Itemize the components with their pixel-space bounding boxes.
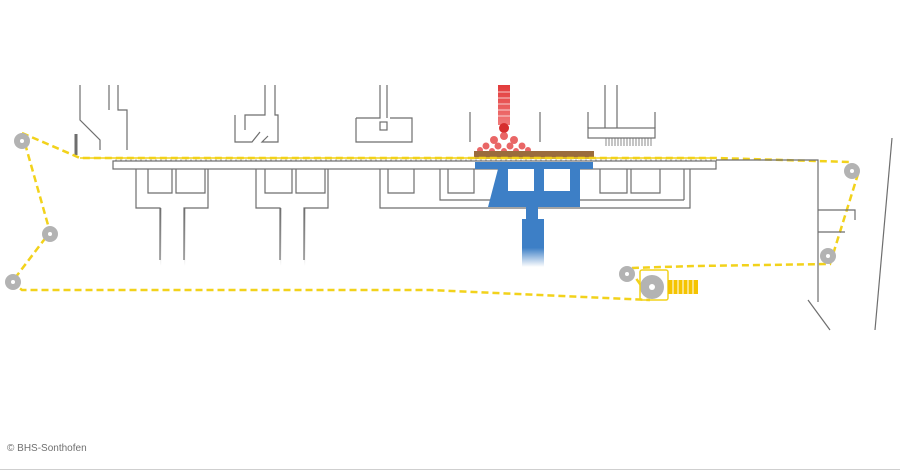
drain-pipe-3	[280, 208, 282, 266]
press-unit	[587, 85, 656, 146]
filter-cake	[474, 151, 594, 159]
vacuum-zone	[475, 162, 593, 267]
feed-hopper	[74, 85, 128, 155]
copyright-notice: © BHS-Sonthofen	[7, 443, 87, 454]
wash-unit-2	[355, 85, 413, 143]
discharge-frame	[716, 137, 893, 331]
drain-pipe-4	[304, 208, 306, 266]
spray-nozzle-icon	[498, 85, 510, 125]
drain-pipe-2	[184, 208, 186, 266]
wash-unit-1	[234, 85, 279, 143]
motor-icon	[639, 269, 698, 301]
spray-unit	[469, 85, 541, 154]
filter-table	[112, 160, 717, 260]
drain-pipe-1	[160, 208, 162, 266]
bottom-divider	[0, 469, 900, 470]
